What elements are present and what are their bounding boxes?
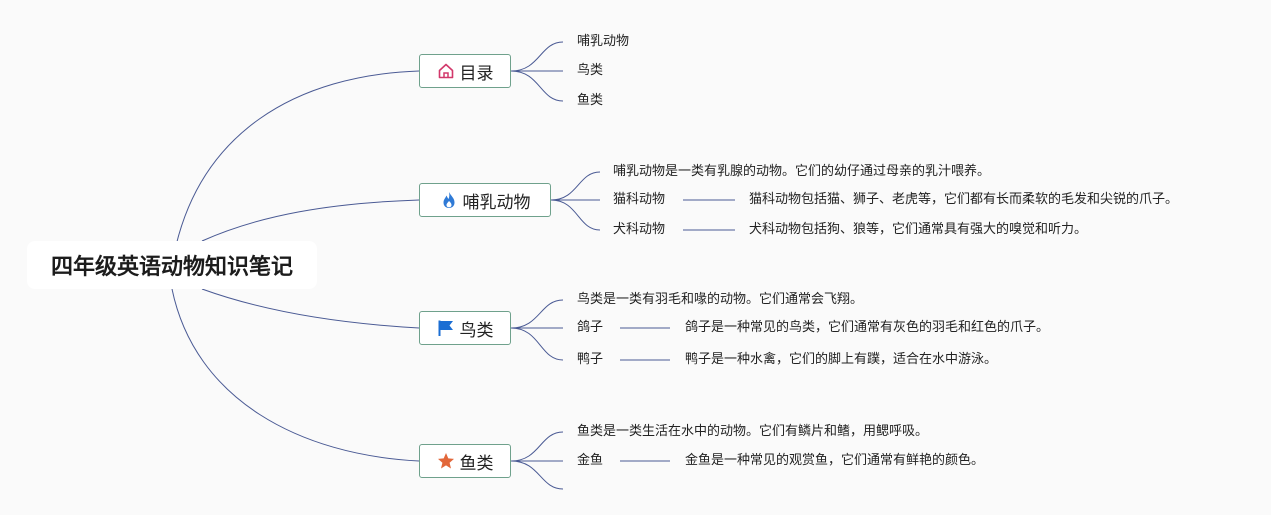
fish-description[interactable]: 鱼类是一类生活在水中的动物。它们有鳞片和鳍，用鳃呼吸。	[577, 424, 929, 439]
branch-fish[interactable]: 鱼类	[419, 444, 511, 478]
branch-toc[interactable]: 目录	[419, 54, 511, 88]
fish-child-name[interactable]: 金鱼	[577, 453, 604, 468]
branch-birds[interactable]: 鸟类	[419, 311, 511, 345]
birds-child-name[interactable]: 鸭子	[577, 352, 604, 367]
star-icon	[437, 453, 454, 469]
mammals-child-detail[interactable]: 猫科动物包括猫、狮子、老虎等，它们都有长而柔软的毛发和尖锐的爪子。	[749, 192, 1179, 207]
flame-icon	[443, 192, 454, 208]
flag-icon	[438, 320, 453, 336]
mammals-description[interactable]: 哺乳动物是一类有乳腺的动物。它们的幼仔通过母亲的乳汁喂养。	[613, 164, 991, 179]
branch-birds-label: 鸟类	[459, 320, 494, 341]
branch-fish-label: 鱼类	[459, 453, 494, 474]
home-icon	[438, 63, 453, 79]
root-title: 四年级英语动物知识笔记	[50, 255, 293, 280]
birds-child-detail[interactable]: 鸭子是一种水禽，它们的脚上有蹼，适合在水中游泳。	[685, 352, 998, 367]
branch-mammals[interactable]: 哺乳动物	[419, 183, 551, 217]
birds-description[interactable]: 鸟类是一类有羽毛和喙的动物。它们通常会飞翔。	[577, 292, 864, 307]
birds-child-name[interactable]: 鸽子	[577, 320, 604, 335]
mammals-child-detail[interactable]: 犬科动物包括狗、狼等，它们通常具有强大的嗅觉和听力。	[749, 222, 1088, 237]
fish-child-detail[interactable]: 金鱼是一种常见的观赏鱼，它们通常有鲜艳的颜色。	[685, 453, 985, 468]
root-topic[interactable]: 四年级英语动物知识笔记	[27, 241, 317, 289]
mammals-child-name[interactable]: 猫科动物	[613, 192, 666, 207]
mammals-child-name[interactable]: 犬科动物	[613, 222, 666, 237]
branch-toc-label: 目录	[459, 63, 494, 84]
birds-child-detail[interactable]: 鸽子是一种常见的鸟类，它们通常有灰色的羽毛和红色的爪子。	[685, 320, 1050, 335]
toc-item-mammals[interactable]: 哺乳动物	[577, 34, 630, 49]
toc-item-birds[interactable]: 鸟类	[577, 63, 604, 78]
branch-mammals-label: 哺乳动物	[462, 192, 531, 213]
toc-item-fish[interactable]: 鱼类	[577, 93, 604, 108]
